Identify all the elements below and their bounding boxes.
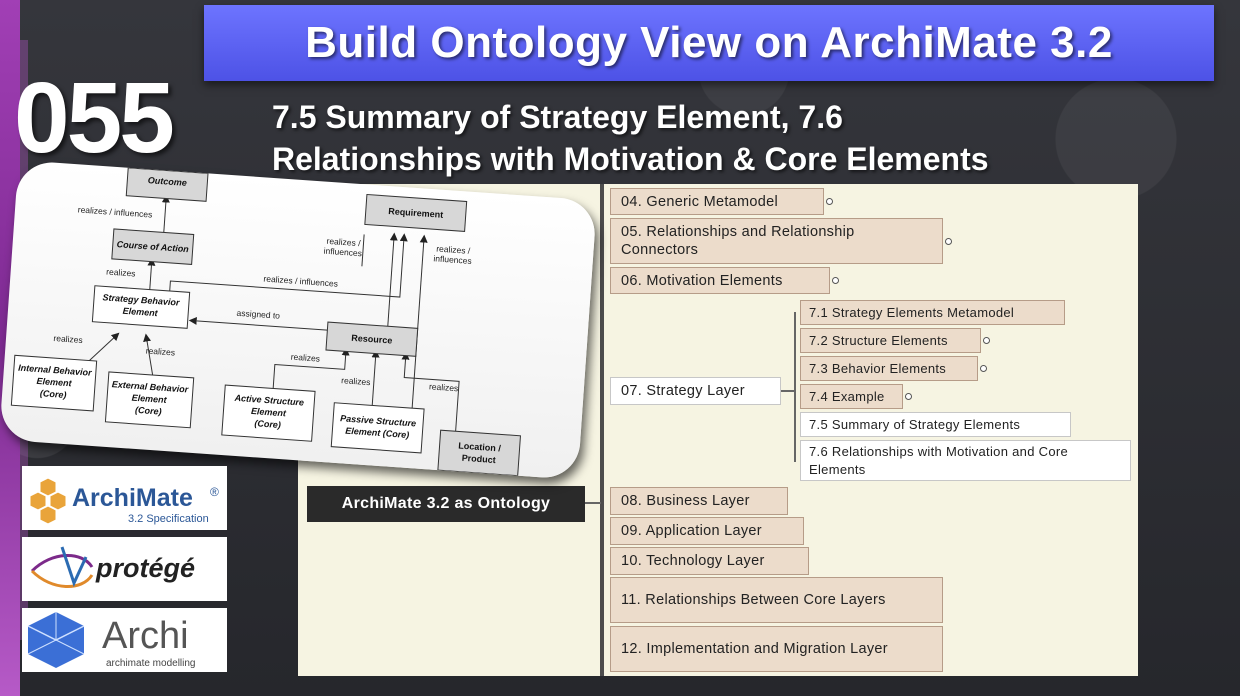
section-label: 7.2 Structure Elements (809, 332, 948, 348)
box-external-behavior: Element (131, 393, 168, 405)
section-node[interactable]: 7.4 Example (800, 384, 912, 409)
expand-circle-icon[interactable] (905, 393, 912, 400)
section-node-selected[interactable]: 7.6 Relationships with Motivation and Co… (800, 440, 1131, 481)
expand-circle-icon[interactable] (826, 198, 833, 205)
section-label: 7.5 Summary of Strategy Elements (809, 416, 1021, 432)
section-node-selected[interactable]: 7.5 Summary of Strategy Elements (800, 412, 1071, 437)
subtitle-line-1: 7.5 Summary of Strategy Element, 7.6 (272, 99, 843, 135)
expand-circle-icon[interactable] (983, 337, 990, 344)
edge-label: realizes (53, 333, 83, 345)
archimate-logo: ArchiMate ® 3.2 Specification (22, 466, 227, 530)
title-banner: Build Ontology View on ArchiMate 3.2 (204, 5, 1214, 81)
chapter-node[interactable]: 08. Business Layer (610, 487, 788, 515)
chapter-label: 09. Application Layer (621, 523, 762, 539)
section-label: 7.4 Example (809, 388, 885, 404)
archi-cube-icon (27, 612, 85, 668)
section-node[interactable]: 7.1 Strategy Elements Metamodel (800, 300, 1065, 325)
section-node[interactable]: 7.3 Behavior Elements (800, 356, 987, 381)
chapter-node[interactable]: 09. Application Layer (610, 517, 804, 545)
page-title: Build Ontology View on ArchiMate 3.2 (305, 18, 1113, 67)
hexagon-icon (29, 477, 67, 525)
protege-swirl-icon (30, 546, 94, 588)
chapter-node[interactable]: 04. Generic Metamodel (610, 188, 833, 215)
subtitle-line-2: Relationships with Motivation & Core Ele… (272, 141, 989, 177)
edge-label: influences (323, 246, 362, 259)
edge-label: realizes / (436, 243, 471, 255)
chapter-node[interactable]: 11. Relationships Between Core Layers (610, 577, 943, 623)
edge-label: realizes / (326, 236, 361, 248)
archi-wordmark: Archi (102, 615, 189, 657)
edge-label: assigned to (236, 308, 280, 321)
subtitle: 7.5 Summary of Strategy Element, 7.6 Rel… (272, 96, 989, 180)
box-resource: Resource (351, 333, 393, 346)
strategy-branch-line (794, 312, 796, 462)
edge-label: realizes (146, 345, 176, 357)
chapter-label: 07. Strategy Layer (621, 383, 745, 399)
edge-label: realizes (341, 375, 371, 387)
chapter-label: 10. Technology Layer (621, 553, 765, 569)
box-passive-structure: Element (Core) (345, 426, 410, 440)
expand-circle-icon[interactable] (980, 365, 987, 372)
box-strategy-behavior: Element (122, 306, 159, 318)
mindmap-trunk (600, 184, 604, 676)
box-course-of-action: Course of Action (116, 239, 189, 254)
chapter-node-strategy[interactable]: 07. Strategy Layer (610, 377, 781, 405)
mindmap-root-node[interactable]: ArchiMate 3.2 as Ontology (307, 486, 585, 522)
edge-label: realizes (106, 267, 136, 279)
archi-logo: Archi archimate modelling (22, 608, 227, 672)
chapter-node[interactable]: 10. Technology Layer (610, 547, 809, 575)
archimate-wordmark: ArchiMate (72, 484, 193, 512)
archimate-spec: 3.2 Specification (128, 513, 209, 525)
expand-circle-icon[interactable] (832, 277, 839, 284)
protege-logo: protégé (22, 537, 227, 601)
diagram-svg: Outcome Requirement Course of Action Str… (10, 167, 521, 477)
edge-label: influences (433, 253, 472, 266)
strategy-metamodel-diagram: Outcome Requirement Course of Action Str… (0, 160, 598, 480)
section-node[interactable]: 7.2 Structure Elements (800, 328, 990, 353)
box-active-structure: (Core) (254, 418, 281, 430)
box-active-structure: Element (251, 406, 288, 418)
chapter-label: 06. Motivation Elements (621, 272, 783, 289)
box-location-product: Product (461, 453, 496, 465)
protege-wordmark: protégé (95, 553, 195, 583)
section-label: 7.1 Strategy Elements Metamodel (809, 304, 1015, 320)
box-requirement: Requirement (388, 206, 444, 220)
expand-circle-icon[interactable] (945, 237, 952, 245)
chapter-node[interactable]: 05. Relationships and Relationship Conne… (610, 218, 952, 264)
section-label: 7.3 Behavior Elements (809, 360, 947, 376)
edge-label: realizes / influences (263, 274, 338, 289)
chapter-label: 11. Relationships Between Core Layers (621, 592, 886, 608)
edge-label: realizes (290, 352, 320, 364)
chapter-label: 04. Generic Metamodel (621, 193, 779, 210)
registered-mark: ® (210, 485, 219, 499)
box-active-structure: Active Structure (233, 393, 304, 408)
box-internal-behavior: (Core) (40, 388, 67, 400)
box-internal-behavior: Element (36, 376, 73, 388)
box-external-behavior: (Core) (135, 405, 162, 417)
chapter-label: 08. Business Layer (621, 493, 750, 509)
chapter-label: 12. Implementation and Migration Layer (621, 641, 888, 657)
box-outcome: Outcome (148, 175, 188, 188)
edge-label: realizes / influences (78, 204, 153, 219)
chapter-node[interactable]: 12. Implementation and Migration Layer (610, 626, 943, 672)
box-internal-behavior: Internal Behavior (18, 363, 93, 378)
strategy-connector (781, 390, 795, 392)
section-label: 7.6 Relationships with Motivation and Co… (809, 443, 1069, 477)
chapter-node[interactable]: 06. Motivation Elements (610, 267, 839, 294)
edge-label: realizes (429, 381, 459, 393)
archi-tagline: archimate modelling (106, 658, 196, 669)
box-location-product: Location / (458, 441, 502, 454)
episode-number: 055 (14, 62, 175, 174)
chapter-label: 05. Relationships and Relationship Conne… (621, 224, 855, 258)
root-connector (585, 502, 601, 504)
